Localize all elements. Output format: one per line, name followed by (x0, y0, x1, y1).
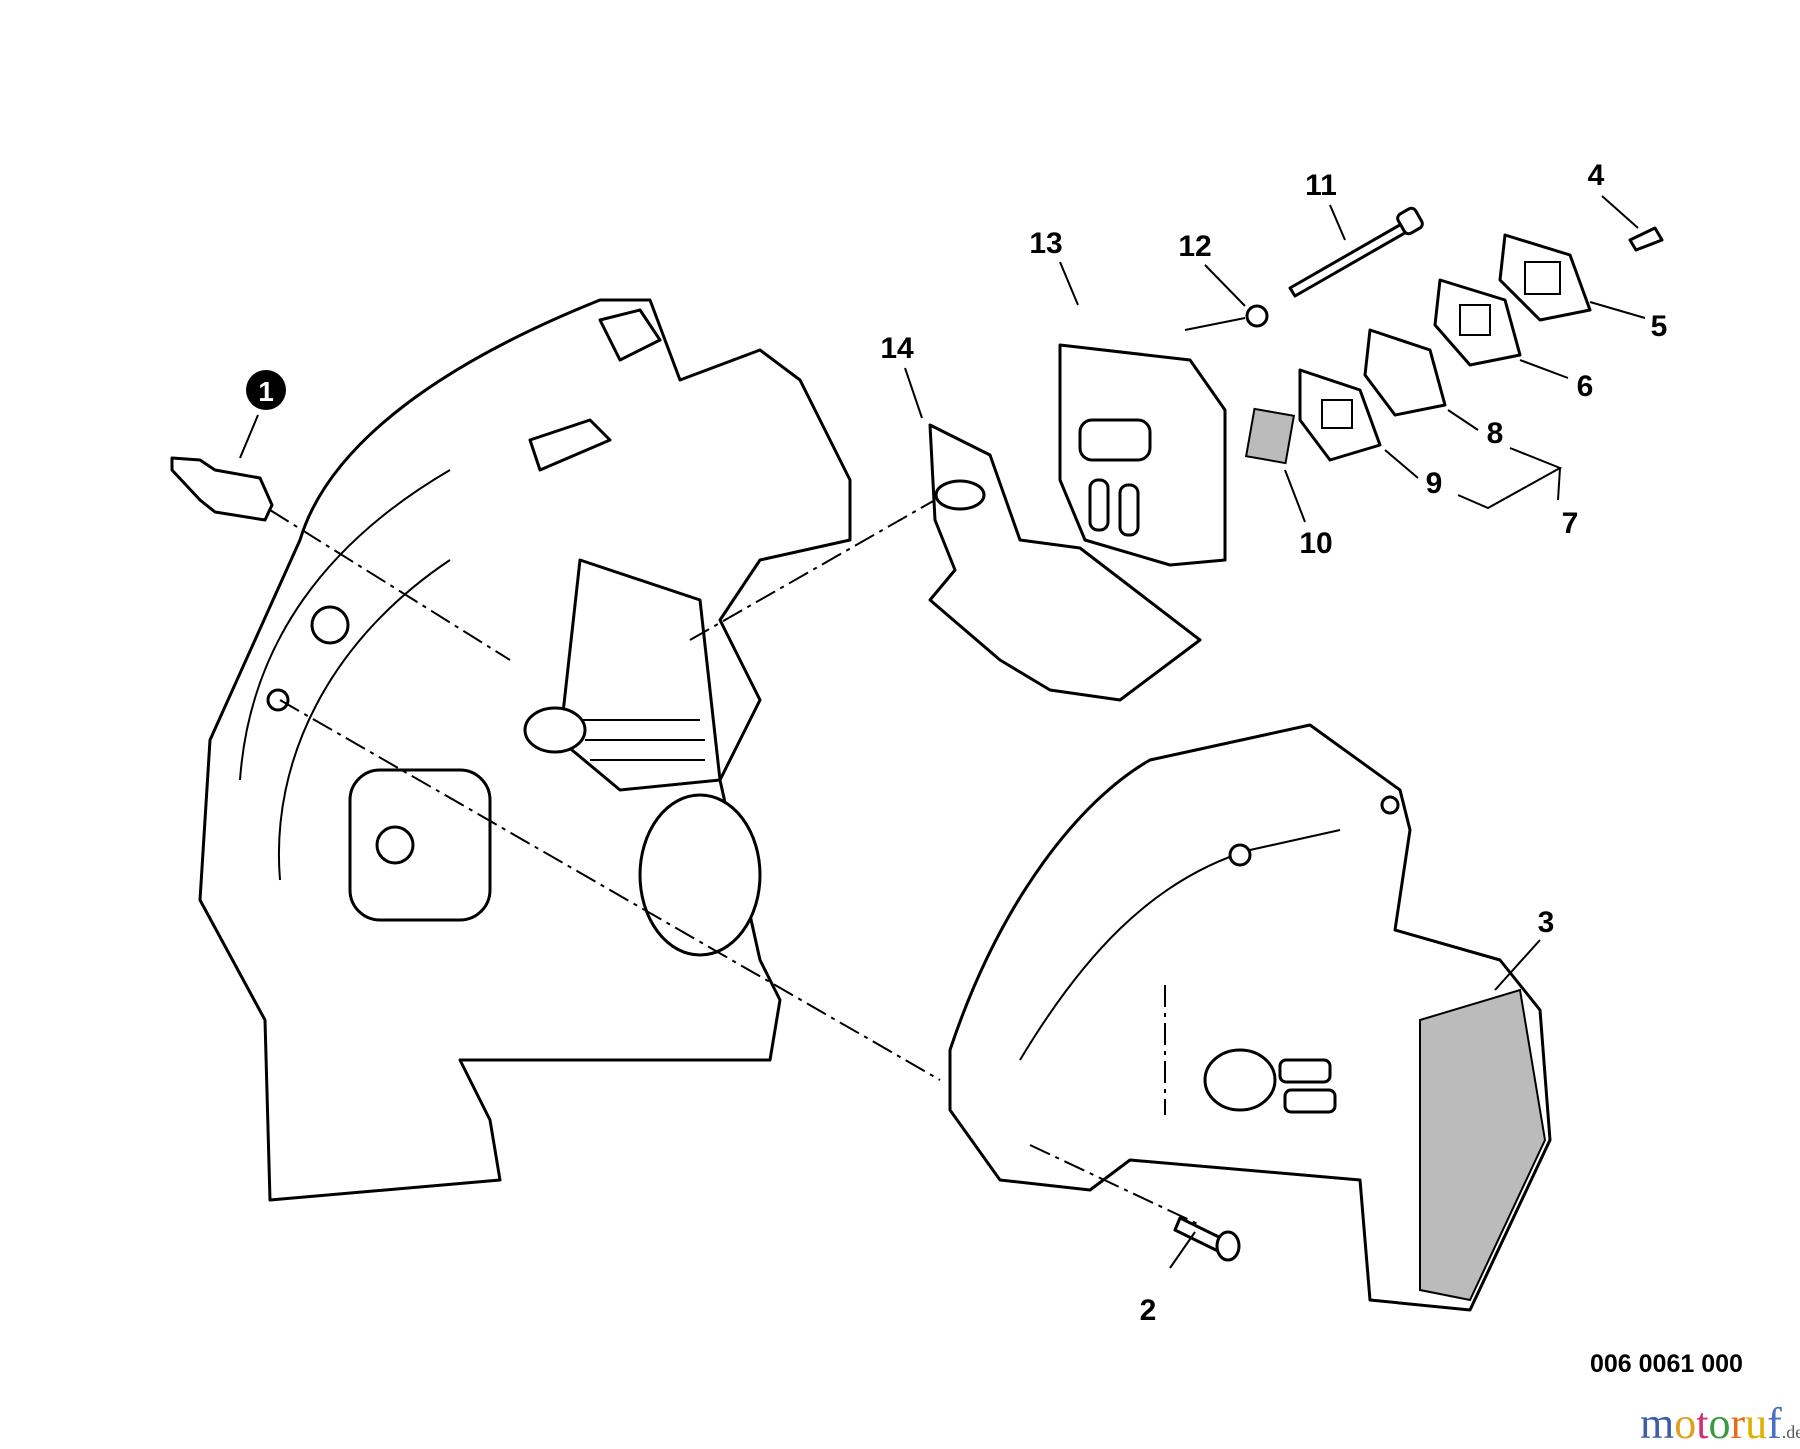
watermark-letter: r (1730, 1399, 1746, 1448)
callout-10: 10 (1299, 527, 1332, 560)
drawing-code: 006 0061 000 (1590, 1350, 1743, 1378)
handle-cover-part-3 (948, 723, 1552, 1312)
gasket-part-8 (1363, 328, 1447, 417)
callout-13: 13 (1029, 227, 1062, 260)
callout-7: 7 (1562, 507, 1579, 540)
callout-14: 14 (880, 332, 914, 365)
callout-12: 12 (1178, 230, 1211, 263)
callout-9: 9 (1426, 467, 1443, 500)
muffler-part-13 (1058, 343, 1227, 567)
washer-part-12 (1245, 304, 1269, 328)
watermark-text: motoruf (1640, 1399, 1782, 1448)
watermark-letter: t (1696, 1399, 1709, 1448)
assembly-line (1029, 1144, 1201, 1226)
callout-11: 11 (1305, 169, 1337, 202)
spark-screen-part-10 (1244, 407, 1296, 465)
callout-8: 8 (1487, 417, 1504, 450)
assembly-line (269, 509, 511, 661)
callout-4: 4 (1588, 159, 1605, 192)
blower-housing (198, 298, 852, 1202)
callout-3: 3 (1538, 906, 1555, 939)
bolt-part-11 (1288, 206, 1424, 298)
screw-part-2 (1173, 1216, 1241, 1262)
svg-text:1: 1 (258, 376, 274, 407)
callout-5: 5 (1651, 310, 1668, 343)
callout-1: 1 (246, 370, 286, 410)
watermark-logo: motoruf.de (1640, 1398, 1800, 1449)
watermark-letter: o (1708, 1399, 1731, 1448)
watermark-letter: o (1674, 1399, 1697, 1448)
gasket-part-6 (1433, 278, 1522, 367)
screw-part-4 (1628, 226, 1664, 252)
watermark-suffix: .de (1781, 1422, 1800, 1442)
leader-lines (239, 195, 1646, 1269)
watermark-letter: u (1745, 1399, 1768, 1448)
watermark-letter: m (1640, 1399, 1675, 1448)
cover-plate-part-5 (1498, 233, 1592, 322)
callout-6: 6 (1577, 370, 1594, 403)
watermark-letter: f (1767, 1399, 1782, 1448)
callout-2: 2 (1140, 1294, 1157, 1327)
assembly-line (689, 499, 936, 641)
gasket-part-9 (1298, 368, 1382, 462)
spark-plug-part-1 (170, 456, 274, 522)
heat-shield-part-14 (928, 423, 1202, 702)
assembly-line (279, 699, 941, 1081)
